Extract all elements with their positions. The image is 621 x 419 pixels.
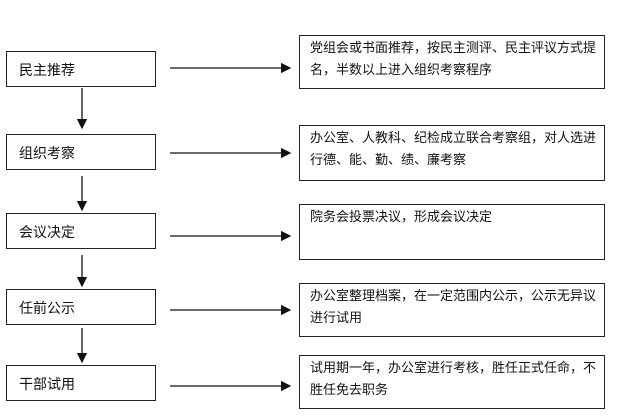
step-box-decision: 会议决定: [6, 213, 156, 249]
desc-box-recommend: 党组会或书面推荐，按民主测评、民主评议方式提名，半数以上进入组织考察程序: [299, 35, 605, 89]
step-box-inspection: 组织考察: [6, 134, 156, 170]
desc-box-publicity: 办公室整理档案，在一定范围内公示，公示无异议进行试用: [299, 283, 605, 337]
desc-box-inspection: 办公室、人教科、纪检成立联合考察组，对人选进行德、能、勤、绩、廉考察: [299, 125, 605, 181]
desc-box-decision: 院务会投票决议，形成会议决定: [299, 204, 605, 260]
step-box-probation: 干部试用: [6, 365, 156, 401]
step-box-publicity: 任前公示: [6, 289, 156, 325]
step-box-recommend: 民主推荐: [6, 51, 156, 87]
desc-box-probation: 试用期一年，办公室进行考核，胜任正式任命，不胜任免去职务: [299, 355, 605, 409]
